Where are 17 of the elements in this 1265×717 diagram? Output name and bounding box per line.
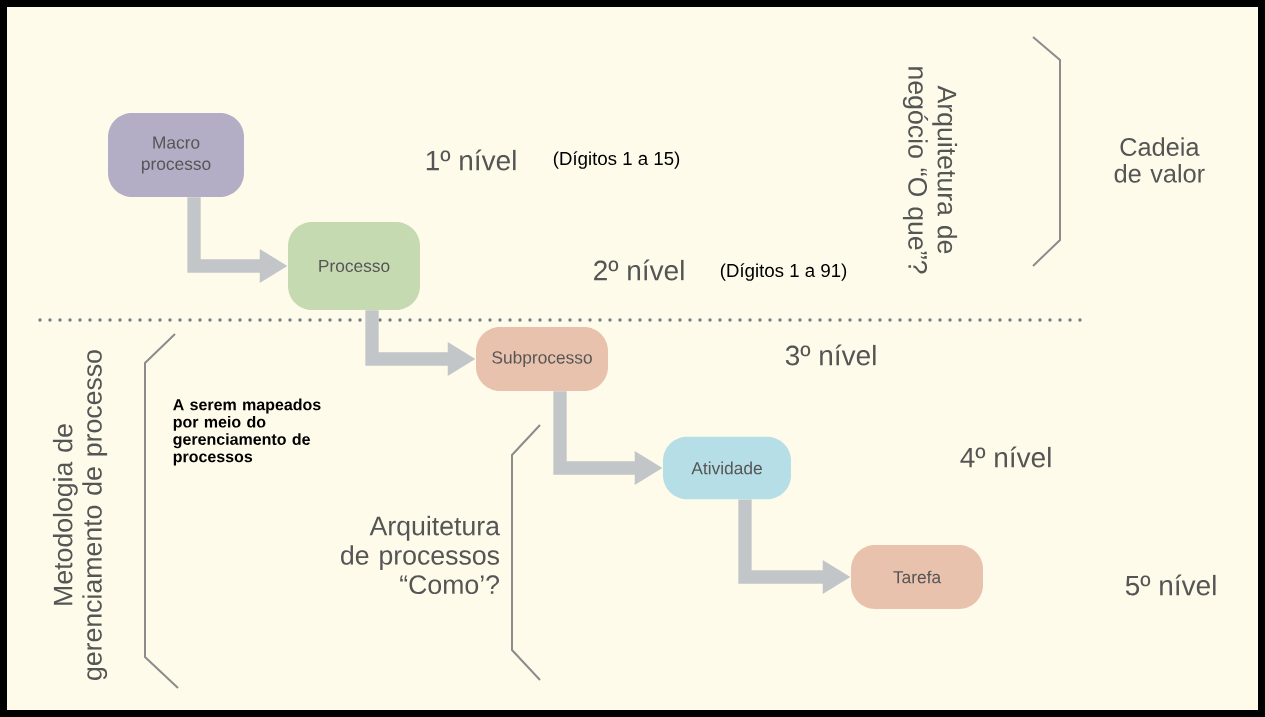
level-label: Arquitetura de processos “Como’? [341, 515, 500, 595]
level-label: 3º nível [785, 344, 876, 366]
level-label: 1º nível [426, 149, 516, 171]
level-label: 5º nível [1125, 574, 1216, 596]
level-label: A serem mapeados por meio do gerenciamento de processos [173, 398, 321, 466]
level-label: 2º nível [594, 259, 684, 281]
level-label: Metodologia de gerenciamento de processo [52, 350, 108, 680]
process-box: Tarefa [851, 545, 983, 609]
process-box: Processo [288, 222, 420, 310]
process-box: Atividade [663, 436, 791, 500]
level-label: (Dígitos 1 a 15) [553, 151, 680, 169]
process-box: Subprocesso [476, 327, 608, 391]
level-label: Arquitetura de negócio “O que”? [902, 67, 958, 274]
level-label: 4º nível [960, 446, 1051, 468]
level-label: Cadeia de valor [1114, 137, 1205, 183]
process-box: Macro processo [108, 113, 244, 197]
level-label: (Dígitos 1 a 91) [720, 263, 847, 281]
